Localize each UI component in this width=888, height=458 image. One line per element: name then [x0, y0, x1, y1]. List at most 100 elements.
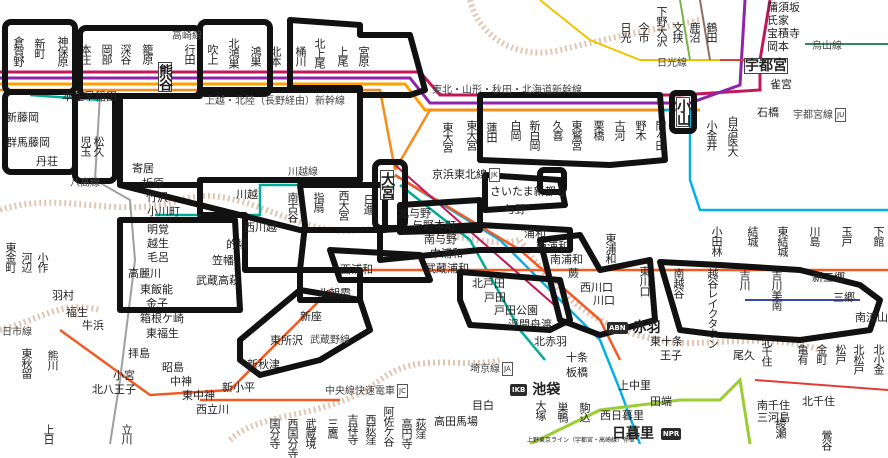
station-nikko[interactable]: 日光	[619, 22, 632, 42]
station-shimotsuke-osawa[interactable]: 下野大沢	[655, 6, 668, 46]
station-higashiwashinomiya[interactable]: 東鷲宮	[570, 120, 583, 150]
station-yoshikawa[interactable]: 吉川	[738, 270, 751, 290]
station-nippori[interactable]: 日暮里 NPR	[612, 426, 682, 442]
station-higashiyuki[interactable]: 東結城	[776, 226, 789, 256]
station-asagaya[interactable]: 阿佐ケ谷	[382, 406, 395, 446]
station-tsuruta[interactable]: 鶴田	[705, 22, 718, 42]
station-kamihinogi[interactable]: 上日	[42, 424, 55, 444]
station-higashijujo[interactable]: 東十条	[650, 335, 683, 348]
station-mikawashima[interactable]: 三河島	[757, 411, 790, 424]
station-nishikawagoe[interactable]: 西川越	[244, 221, 277, 234]
station-kuragano[interactable]: 倉賀野	[12, 36, 25, 66]
station-kaneko[interactable]: 金子	[146, 297, 168, 310]
station-akabane[interactable]: ABN 赤羽	[607, 320, 661, 336]
station-komagawa[interactable]: 高麗川	[128, 267, 161, 280]
station-kitasenju[interactable]: 北千住	[760, 336, 773, 366]
station-niiza[interactable]: 新座	[300, 310, 322, 323]
station-nakaurawa[interactable]: 中浦和	[430, 247, 463, 260]
station-suzumenomiya[interactable]: 雀宮	[770, 78, 792, 91]
station-mamada[interactable]: 間々田	[654, 120, 667, 150]
station-koshigayalaketown[interactable]: 越谷レイクタウン	[706, 268, 719, 348]
station-hamura[interactable]: 羽村	[52, 289, 74, 302]
station-shinshiraoka[interactable]: 新白岡	[528, 120, 541, 150]
station-oyamakasuga[interactable]: 小田林	[710, 226, 723, 256]
station-yonohonmachi[interactable]: 与野本町	[412, 219, 456, 232]
station-ageo[interactable]: 上尾	[336, 46, 349, 66]
station-moro[interactable]: 毛呂	[147, 251, 169, 264]
station-ikebukuro[interactable]: IKB 池袋	[510, 382, 561, 398]
station-ukimafunado[interactable]: 浮間舟渡	[508, 318, 552, 331]
station-minamisenju[interactable]: 南千住	[757, 399, 790, 412]
station-higashinakagami[interactable]: 東中神	[182, 389, 215, 402]
station-shinakitsu[interactable]: 新秋津	[247, 358, 280, 371]
station-higashiomiya[interactable]: 東大宮	[441, 122, 454, 152]
station-takezawa[interactable]: 竹沢	[146, 191, 168, 204]
station-higashiakiru[interactable]: 東秋留	[20, 348, 33, 378]
station-kawaguchi[interactable]: 川口	[593, 294, 615, 307]
station-nakagami[interactable]: 中神	[170, 375, 192, 388]
station-kawabe[interactable]: 河辺	[20, 252, 33, 272]
station-tamado[interactable]: 玉戸	[840, 226, 853, 246]
station-fukaya[interactable]: 深谷	[119, 44, 132, 64]
station-tabata[interactable]: 田端	[650, 395, 672, 408]
station-warabi[interactable]: 蕨	[568, 267, 579, 280]
station-yoshimi[interactable]: 児玉	[79, 136, 92, 156]
station-kitakonosu[interactable]: 北鴻巣	[227, 38, 240, 68]
station-shinmachi[interactable]: 新町	[33, 38, 46, 58]
station-omiya[interactable]: 大宮	[379, 170, 395, 200]
station-oku[interactable]: 尾久	[733, 349, 755, 362]
station-minamiurawa2[interactable]: 南浦和	[550, 253, 583, 266]
station-toda[interactable]: 戸田	[484, 291, 506, 304]
station-urawa[interactable]: 浦和	[524, 227, 546, 240]
station-itabashi[interactable]: 板橋	[566, 366, 588, 379]
station-yoshikawaminami[interactable]: 吉川美南	[770, 270, 783, 310]
station-matsuhisa[interactable]: 松久	[92, 136, 105, 156]
station-nishiurawa[interactable]: 西浦和	[340, 263, 373, 276]
station-shinfujioka[interactable]: 新藤岡	[6, 111, 39, 124]
station-kitatoda[interactable]: 北戸田	[472, 277, 505, 290]
station-konosu[interactable]: 鴻巣	[249, 46, 262, 66]
station-jimbohara[interactable]: 神保原	[56, 36, 69, 66]
station-kasahata[interactable]: 笠幡	[212, 254, 234, 267]
station-mitaka[interactable]: 三鷹	[326, 418, 339, 438]
station-gyoda[interactable]: 行田	[183, 44, 196, 64]
station-matoba[interactable]: 的場	[226, 238, 248, 251]
station-ushihama[interactable]: 牛浜	[82, 319, 104, 332]
station-yuki[interactable]: 結城	[746, 226, 759, 246]
station-jujo[interactable]: 十条	[566, 351, 588, 364]
station-uguisudani[interactable]: 鶯谷	[820, 430, 833, 450]
station-shinmisato[interactable]: 新三郷	[812, 271, 845, 284]
station-nishitachikawa[interactable]: 西立川	[196, 403, 229, 416]
station-matsudo[interactable]: 松戸	[834, 344, 847, 364]
station-kumagaya[interactable]: 熊谷	[157, 62, 173, 92]
station-kanuma[interactable]: 鹿沼	[688, 22, 701, 42]
station-myokaku[interactable]: 明覚	[147, 223, 169, 236]
station-musashiurawa[interactable]: 武蔵浦和	[425, 262, 469, 275]
station-ozaku[interactable]: 小作	[36, 252, 49, 272]
station-kumagawa[interactable]: 熊川	[46, 350, 59, 370]
station-bunkyo[interactable]: 文挟	[671, 22, 684, 42]
station-saitamashintoshin[interactable]: さいたま新都心	[490, 185, 567, 198]
station-kaminakazato[interactable]: 上中里	[618, 379, 651, 392]
station-oyama[interactable]: 小山	[675, 97, 691, 127]
station-kamasuzaka[interactable]: 蒲須坂	[767, 1, 800, 14]
station-nishiogikubo[interactable]: 西荻窪	[364, 414, 377, 444]
station-higashihanno[interactable]: 東飯能	[140, 283, 173, 296]
station-minamiyono[interactable]: 南与野	[424, 233, 457, 246]
station-mejiro[interactable]: 目白	[472, 399, 494, 412]
station-higashifussa[interactable]: 東福生	[146, 327, 179, 340]
station-kurihashi[interactable]: 栗橋	[592, 120, 605, 140]
station-kitasenju-2[interactable]: 北千住	[802, 395, 835, 408]
station-honjowaseda[interactable]: 本庄早稲田	[62, 90, 117, 103]
station-kagohara[interactable]: 籠原	[141, 44, 154, 64]
station-musashitakahagi[interactable]: 武蔵高萩	[196, 274, 240, 287]
station-akishima[interactable]: 昭島	[162, 361, 184, 374]
station-todakoen[interactable]: 戸田公園	[494, 304, 538, 317]
station-utsunomiya[interactable]: 宇都宮	[744, 58, 788, 74]
station-koenji[interactable]: 高円寺	[400, 418, 413, 448]
station-yono[interactable]: 与野	[504, 203, 526, 216]
station-haijima[interactable]: 拝島	[128, 347, 150, 360]
station-okamoto[interactable]: 岡本	[767, 40, 789, 53]
station-musashisakai[interactable]: 武蔵境	[304, 418, 317, 448]
station-ishibashi[interactable]: 石橋	[757, 106, 779, 119]
